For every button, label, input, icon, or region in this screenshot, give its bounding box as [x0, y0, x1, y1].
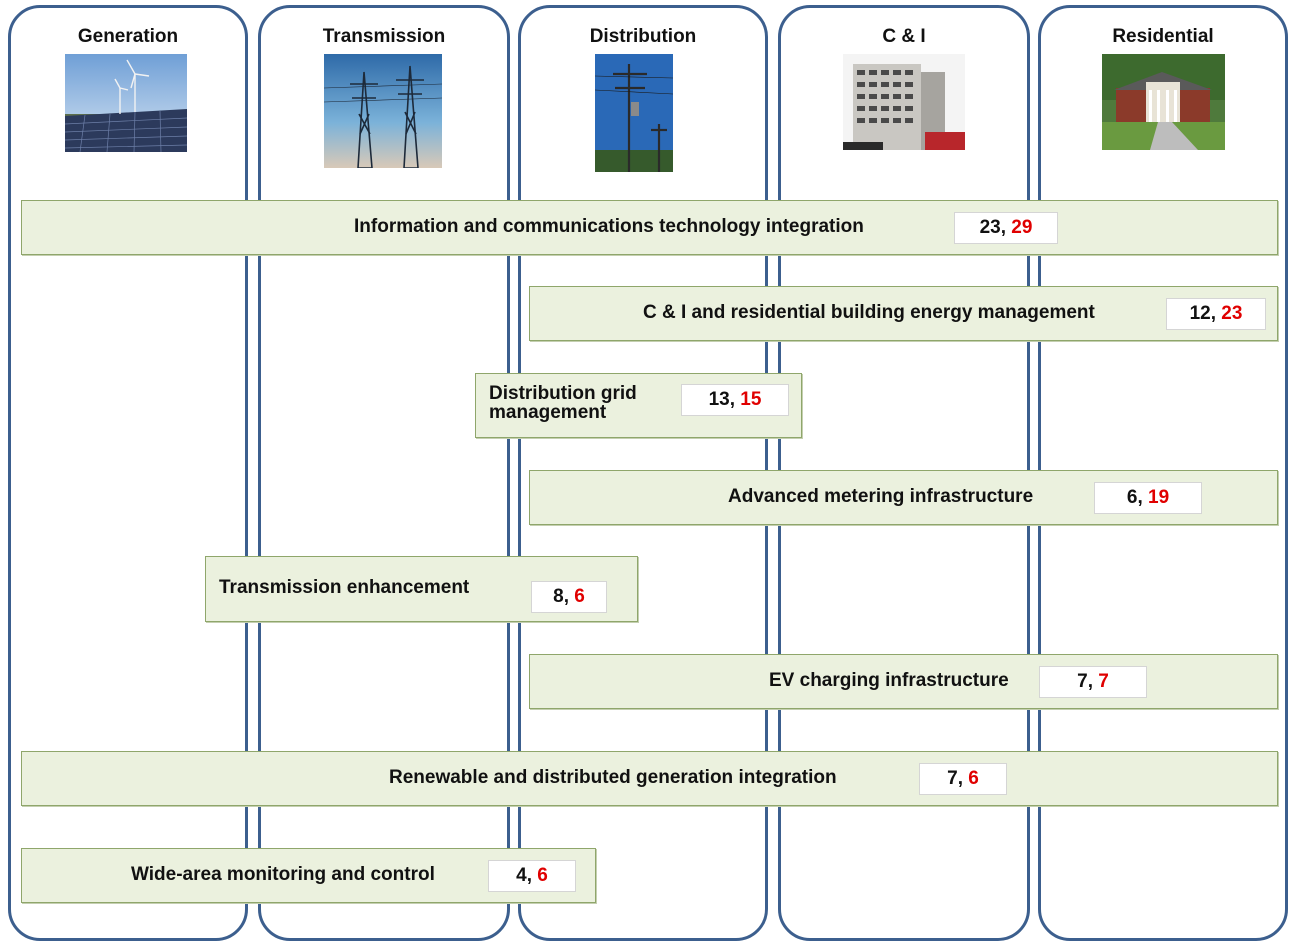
program-bar: Advanced metering infrastructure 6, 19	[529, 470, 1278, 525]
distribution-image	[595, 54, 673, 172]
count-b: 6	[968, 768, 979, 789]
count-a: 8	[553, 586, 564, 607]
program-count: 12, 23	[1166, 298, 1266, 330]
program-bar: Wide-area monitoring and control 4, 6	[21, 848, 596, 903]
program-label: Transmission enhancement	[219, 577, 470, 598]
column-title: Generation	[77, 26, 179, 47]
count-separator: ,	[526, 865, 532, 886]
count-separator: ,	[1000, 217, 1006, 238]
program-label: Wide-area monitoring and control	[131, 864, 435, 885]
count-separator: ,	[957, 768, 963, 789]
program-label: C & I and residential building energy ma…	[643, 302, 1095, 323]
program-count: 13, 15	[681, 384, 789, 416]
program-count: 7, 7	[1039, 666, 1147, 698]
program-bar: Information and communications technolog…	[21, 200, 1278, 255]
count-separator: ,	[563, 586, 569, 607]
count-separator: ,	[729, 389, 735, 410]
count-a: 7	[947, 768, 958, 789]
column-title: Transmission	[322, 26, 446, 47]
program-count: 8, 6	[531, 581, 607, 613]
program-label: Information and communications technolog…	[354, 216, 864, 237]
count-b: 6	[574, 586, 585, 607]
program-count: 6, 19	[1094, 482, 1202, 514]
count-b: 19	[1148, 487, 1170, 508]
count-b: 6	[537, 865, 548, 886]
count-b: 15	[740, 389, 762, 410]
residential-image	[1102, 54, 1225, 150]
count-b: 23	[1221, 303, 1243, 324]
c-and-i-image	[843, 54, 965, 150]
count-b: 29	[1011, 217, 1033, 238]
count-a: 13	[708, 389, 730, 410]
program-bar: C & I and residential building energy ma…	[529, 286, 1278, 341]
count-a: 23	[979, 217, 1001, 238]
program-bar: Transmission enhancement 8, 6	[205, 556, 638, 622]
column-title: Residential	[1112, 26, 1214, 47]
program-label: Distribution grid management	[489, 383, 637, 423]
count-a: 4	[516, 865, 527, 886]
column-generation: Generation	[8, 5, 248, 941]
program-bar: Renewable and distributed generation int…	[21, 751, 1278, 806]
program-bar: Distribution grid management 13, 15	[475, 373, 802, 438]
program-count: 4, 6	[488, 860, 576, 892]
program-count: 23, 29	[954, 212, 1058, 244]
column-title: C & I	[882, 26, 926, 47]
program-bar: EV charging infrastructure 7, 7	[529, 654, 1278, 709]
program-label: Advanced metering infrastructure	[728, 486, 1034, 507]
count-a: 12	[1189, 303, 1211, 324]
count-separator: ,	[1087, 671, 1093, 692]
generation-image	[65, 54, 187, 152]
count-separator: ,	[1137, 487, 1143, 508]
transmission-image	[324, 54, 442, 168]
program-label: Renewable and distributed generation int…	[389, 767, 837, 788]
program-label: EV charging infrastructure	[769, 670, 1009, 691]
program-count: 7, 6	[919, 763, 1007, 795]
count-a: 6	[1126, 487, 1138, 508]
column-title: Distribution	[589, 26, 697, 47]
count-a: 7	[1077, 671, 1088, 692]
count-b: 7	[1098, 671, 1109, 692]
column-transmission: Transmission	[258, 5, 510, 941]
count-separator: ,	[1210, 303, 1216, 324]
